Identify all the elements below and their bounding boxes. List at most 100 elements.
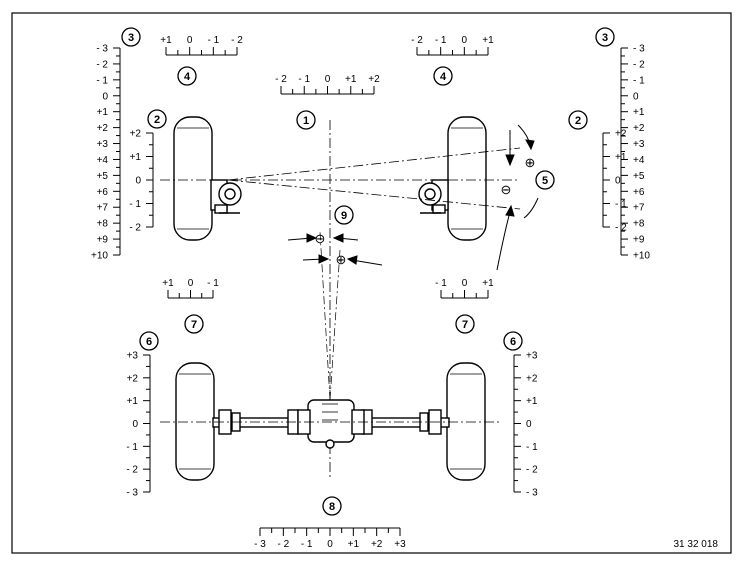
scale-6-right-label: 0 bbox=[526, 419, 532, 430]
scale-1-label: +1 bbox=[345, 74, 357, 85]
callout-8: 8 bbox=[322, 496, 342, 516]
callout-4-right: 4 bbox=[433, 66, 453, 86]
scale-3-right: - 3- 2- 10+1+2+3+4+5+6+7+8+9+10 bbox=[620, 44, 650, 262]
scale-1-label: - 1 bbox=[298, 74, 310, 85]
plus-sign-thrust: ⊕ bbox=[336, 252, 347, 267]
scale-4-right: - 2 - 1 0 +1 bbox=[411, 35, 494, 56]
scale-4-left-label: 0 bbox=[187, 35, 193, 46]
front-right-wheel bbox=[447, 116, 487, 241]
scale-3-left-label: 0 bbox=[102, 91, 108, 102]
scale-3-right-label: +1 bbox=[633, 107, 645, 118]
svg-text:1: 1 bbox=[303, 115, 309, 127]
scale-3-right-label: - 1 bbox=[633, 75, 645, 86]
scale-3-left-label: +8 bbox=[97, 219, 109, 230]
scale-3-right-label: - 3 bbox=[633, 44, 645, 55]
scale-4-right-label: - 2 bbox=[411, 35, 423, 46]
svg-text:6: 6 bbox=[146, 336, 152, 348]
scale-4-right-label: - 1 bbox=[435, 35, 447, 46]
scale-3-right-label: +2 bbox=[633, 123, 645, 134]
scale-3-right-label: +10 bbox=[633, 251, 650, 262]
svg-text:7: 7 bbox=[191, 319, 197, 331]
scale-1-label: 0 bbox=[325, 74, 331, 85]
scale-4-right-label: +1 bbox=[482, 35, 494, 46]
frame-border bbox=[11, 12, 732, 554]
scale-3-left-label: +6 bbox=[97, 187, 109, 198]
scale-3-left-label: +10 bbox=[91, 251, 108, 262]
rear-differential bbox=[297, 399, 365, 449]
scale-4-left-label: - 2 bbox=[231, 35, 243, 46]
scale-4-right-label: 0 bbox=[462, 35, 468, 46]
svg-text:2: 2 bbox=[154, 114, 160, 126]
scale-6-right-label: +3 bbox=[526, 351, 538, 362]
scale-6-left: +3+2+10- 1- 2- 3 bbox=[126, 351, 151, 499]
scale-3-left: - 3- 2- 10+1+2+3+4+5+6+7+8+9+10 bbox=[91, 44, 121, 262]
scale-3-right-label: +6 bbox=[633, 187, 645, 198]
scale-6-right-label: - 1 bbox=[526, 442, 538, 453]
thrust-angle-arrows bbox=[287, 233, 383, 266]
scale-8-label: +2 bbox=[371, 539, 383, 550]
scale-7-left-label: 0 bbox=[188, 278, 194, 289]
scale-2-right: +2+10- 1- 2 bbox=[602, 129, 627, 234]
scale-6-left-label: - 1 bbox=[126, 442, 138, 453]
rear-left-wheel bbox=[175, 362, 215, 481]
scale-3-left-label: +5 bbox=[97, 171, 109, 182]
figure-code: 31 32 018 bbox=[674, 539, 719, 550]
scale-6-left-label: +2 bbox=[127, 373, 139, 384]
scale-2-left-label: +2 bbox=[130, 129, 142, 140]
scale-2-right-label: +2 bbox=[615, 129, 627, 140]
scale-3-right-label: +8 bbox=[633, 219, 645, 230]
scale-3-left-label: +2 bbox=[97, 123, 109, 134]
scale-3-right-label: 0 bbox=[633, 91, 639, 102]
svg-text:4: 4 bbox=[440, 71, 447, 83]
scale-4-left-label: - 1 bbox=[207, 35, 219, 46]
scale-8-label: +3 bbox=[394, 539, 406, 550]
scale-6-left-label: - 3 bbox=[126, 488, 138, 499]
scale-8-label: - 1 bbox=[301, 539, 313, 550]
scale-2-left: +2+10- 1- 2 bbox=[129, 129, 154, 234]
scale-2-left-label: - 2 bbox=[129, 223, 141, 234]
scale-3-left-label: +4 bbox=[97, 155, 109, 166]
scale-3-right-label: +9 bbox=[633, 235, 645, 246]
scale-8-label: - 2 bbox=[277, 539, 289, 550]
callout-1: 1 bbox=[296, 110, 316, 130]
scale-3-left-label: +3 bbox=[97, 139, 109, 150]
scale-3-left-label: +9 bbox=[97, 235, 109, 246]
scale-3-left-label: - 2 bbox=[96, 59, 108, 70]
scale-2-right-label: - 1 bbox=[615, 199, 627, 210]
scale-6-left-label: - 2 bbox=[126, 465, 138, 476]
scale-7-right-label: - 1 bbox=[435, 278, 447, 289]
front-right-hub bbox=[418, 179, 449, 214]
scale-3-left-label: +7 bbox=[97, 203, 109, 214]
callout-2-left: 2 bbox=[147, 109, 167, 129]
scale-3-left-label: - 1 bbox=[96, 75, 108, 86]
front-reference-lines bbox=[160, 147, 521, 210]
svg-text:9: 9 bbox=[341, 210, 347, 222]
scale-6-right-label: - 2 bbox=[526, 465, 538, 476]
scale-2-left-label: - 1 bbox=[129, 199, 141, 210]
scale-6-left-label: +3 bbox=[127, 351, 139, 362]
callout-7-right: 7 bbox=[455, 314, 475, 334]
scale-8-label: - 3 bbox=[254, 539, 266, 550]
svg-text:6: 6 bbox=[510, 336, 516, 348]
svg-text:5: 5 bbox=[542, 175, 548, 187]
svg-text:3: 3 bbox=[602, 32, 608, 44]
callout-2-right: 2 bbox=[568, 110, 588, 130]
callout-3-right: 3 bbox=[595, 27, 615, 47]
front-left-wheel bbox=[173, 116, 213, 241]
scale-1-label: - 2 bbox=[275, 74, 287, 85]
callout-7-left: 7 bbox=[184, 314, 204, 334]
svg-text:8: 8 bbox=[329, 501, 335, 513]
scale-8-label: +1 bbox=[348, 539, 360, 550]
svg-text:7: 7 bbox=[462, 319, 468, 331]
toe-angle-arrows bbox=[496, 124, 539, 271]
plus-sign-toe: ⊕ bbox=[525, 155, 536, 170]
callout-6-right: 6 bbox=[503, 331, 523, 351]
minus-sign-toe: ⊖ bbox=[501, 182, 512, 197]
svg-text:4: 4 bbox=[184, 71, 191, 83]
scale-3-right-label: +5 bbox=[633, 171, 645, 182]
scale-2-left-label: +1 bbox=[130, 152, 142, 163]
